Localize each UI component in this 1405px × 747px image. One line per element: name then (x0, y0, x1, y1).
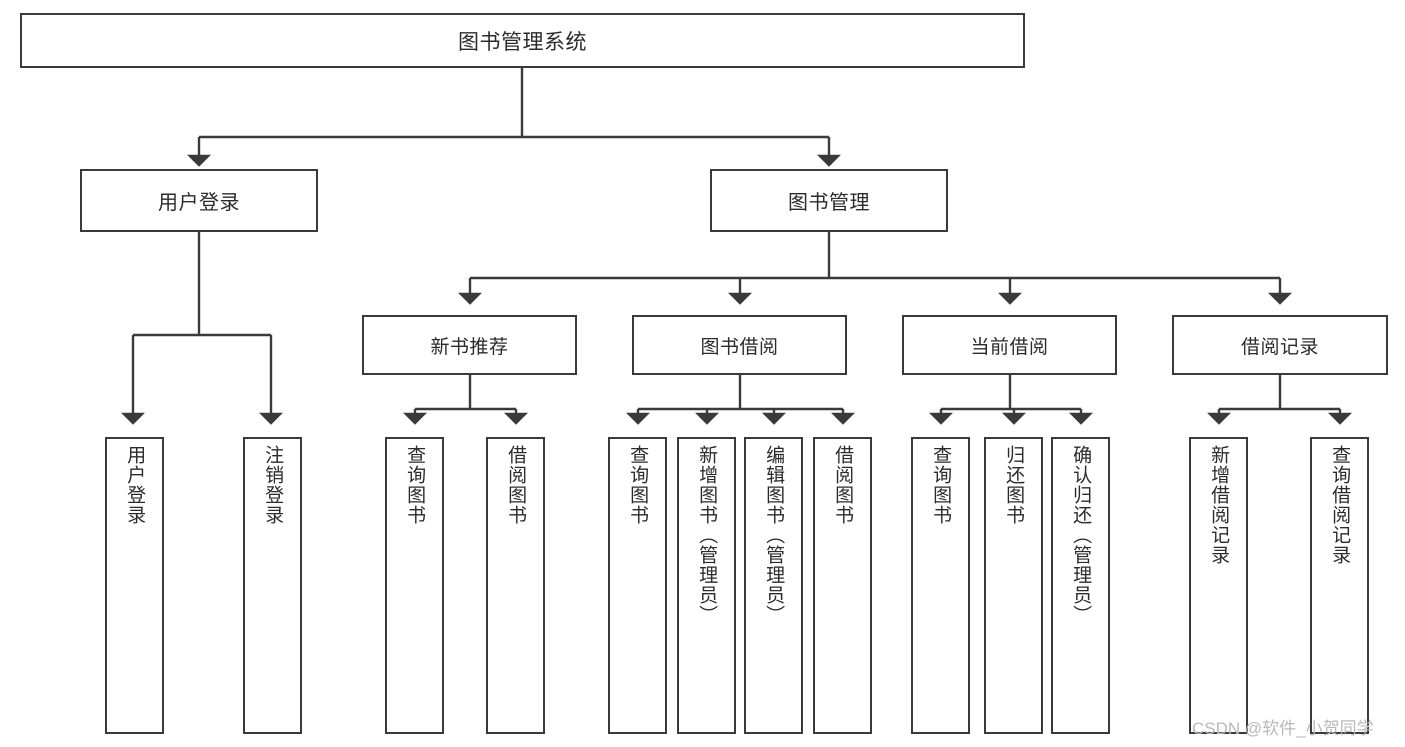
leaf-node-label: 查询借阅记录 (1329, 445, 1351, 565)
leaf-node-label: 新增借阅记录 (1208, 445, 1230, 565)
node-level2-new-book-recommend-label: 新书推荐 (430, 336, 509, 358)
leaf-node[interactable]: 查询图书 (911, 437, 970, 734)
leaf-node[interactable]: 新增借阅记录 (1189, 437, 1248, 734)
node-level2-book-borrow-label: 图书借阅 (700, 336, 779, 358)
leaf-node-label: 编辑图书（管理员） (763, 445, 785, 625)
leaf-node-label: 借阅图书 (505, 445, 527, 525)
node-level1-book-management[interactable]: 图书管理 (710, 169, 948, 232)
leaf-node-label: 借阅图书 (832, 445, 854, 525)
node-level2-borrow-records-label: 借阅记录 (1240, 336, 1319, 358)
leaf-node-label: 用户登录 (124, 445, 146, 525)
leaf-node-label: 新增图书（管理员） (696, 445, 718, 625)
node-level2-book-borrow[interactable]: 图书借阅 (632, 315, 847, 375)
leaf-node[interactable]: 借阅图书 (813, 437, 872, 734)
leaf-node[interactable]: 归还图书 (984, 437, 1043, 734)
leaf-node[interactable]: 确认归还（管理员） (1051, 437, 1110, 734)
leaf-node-label: 确认归还（管理员） (1070, 445, 1092, 625)
node-level2-current-borrow[interactable]: 当前借阅 (902, 315, 1117, 375)
watermark-text: CSDN @软件_小贺同学 (1192, 719, 1374, 738)
node-level1-user-login[interactable]: 用户登录 (80, 169, 318, 232)
leaf-node[interactable]: 注销登录 (243, 437, 302, 734)
leaf-node[interactable]: 查询图书 (608, 437, 667, 734)
node-level1-book-management-label: 图书管理 (788, 192, 870, 214)
leaf-node-label: 归还图书 (1003, 445, 1025, 525)
node-level2-current-borrow-label: 当前借阅 (970, 336, 1049, 358)
leaf-node-label: 注销登录 (262, 445, 284, 525)
node-level2-borrow-records[interactable]: 借阅记录 (1172, 315, 1388, 375)
leaf-node-label: 查询图书 (930, 445, 952, 525)
leaf-node[interactable]: 查询图书 (385, 437, 444, 734)
node-level1-user-login-label: 用户登录 (158, 192, 240, 214)
node-level2-new-book-recommend[interactable]: 新书推荐 (362, 315, 577, 375)
node-root[interactable]: 图书管理系统 (20, 13, 1025, 68)
leaf-node[interactable]: 借阅图书 (486, 437, 545, 734)
leaf-node-label: 查询图书 (627, 445, 649, 525)
leaf-node[interactable]: 用户登录 (105, 437, 164, 734)
leaf-node-label: 查询图书 (404, 445, 426, 525)
leaf-node[interactable]: 查询借阅记录 (1310, 437, 1369, 734)
leaf-node[interactable]: 新增图书（管理员） (677, 437, 736, 734)
node-root-label: 图书管理系统 (458, 30, 587, 54)
leaf-node[interactable]: 编辑图书（管理员） (744, 437, 803, 734)
